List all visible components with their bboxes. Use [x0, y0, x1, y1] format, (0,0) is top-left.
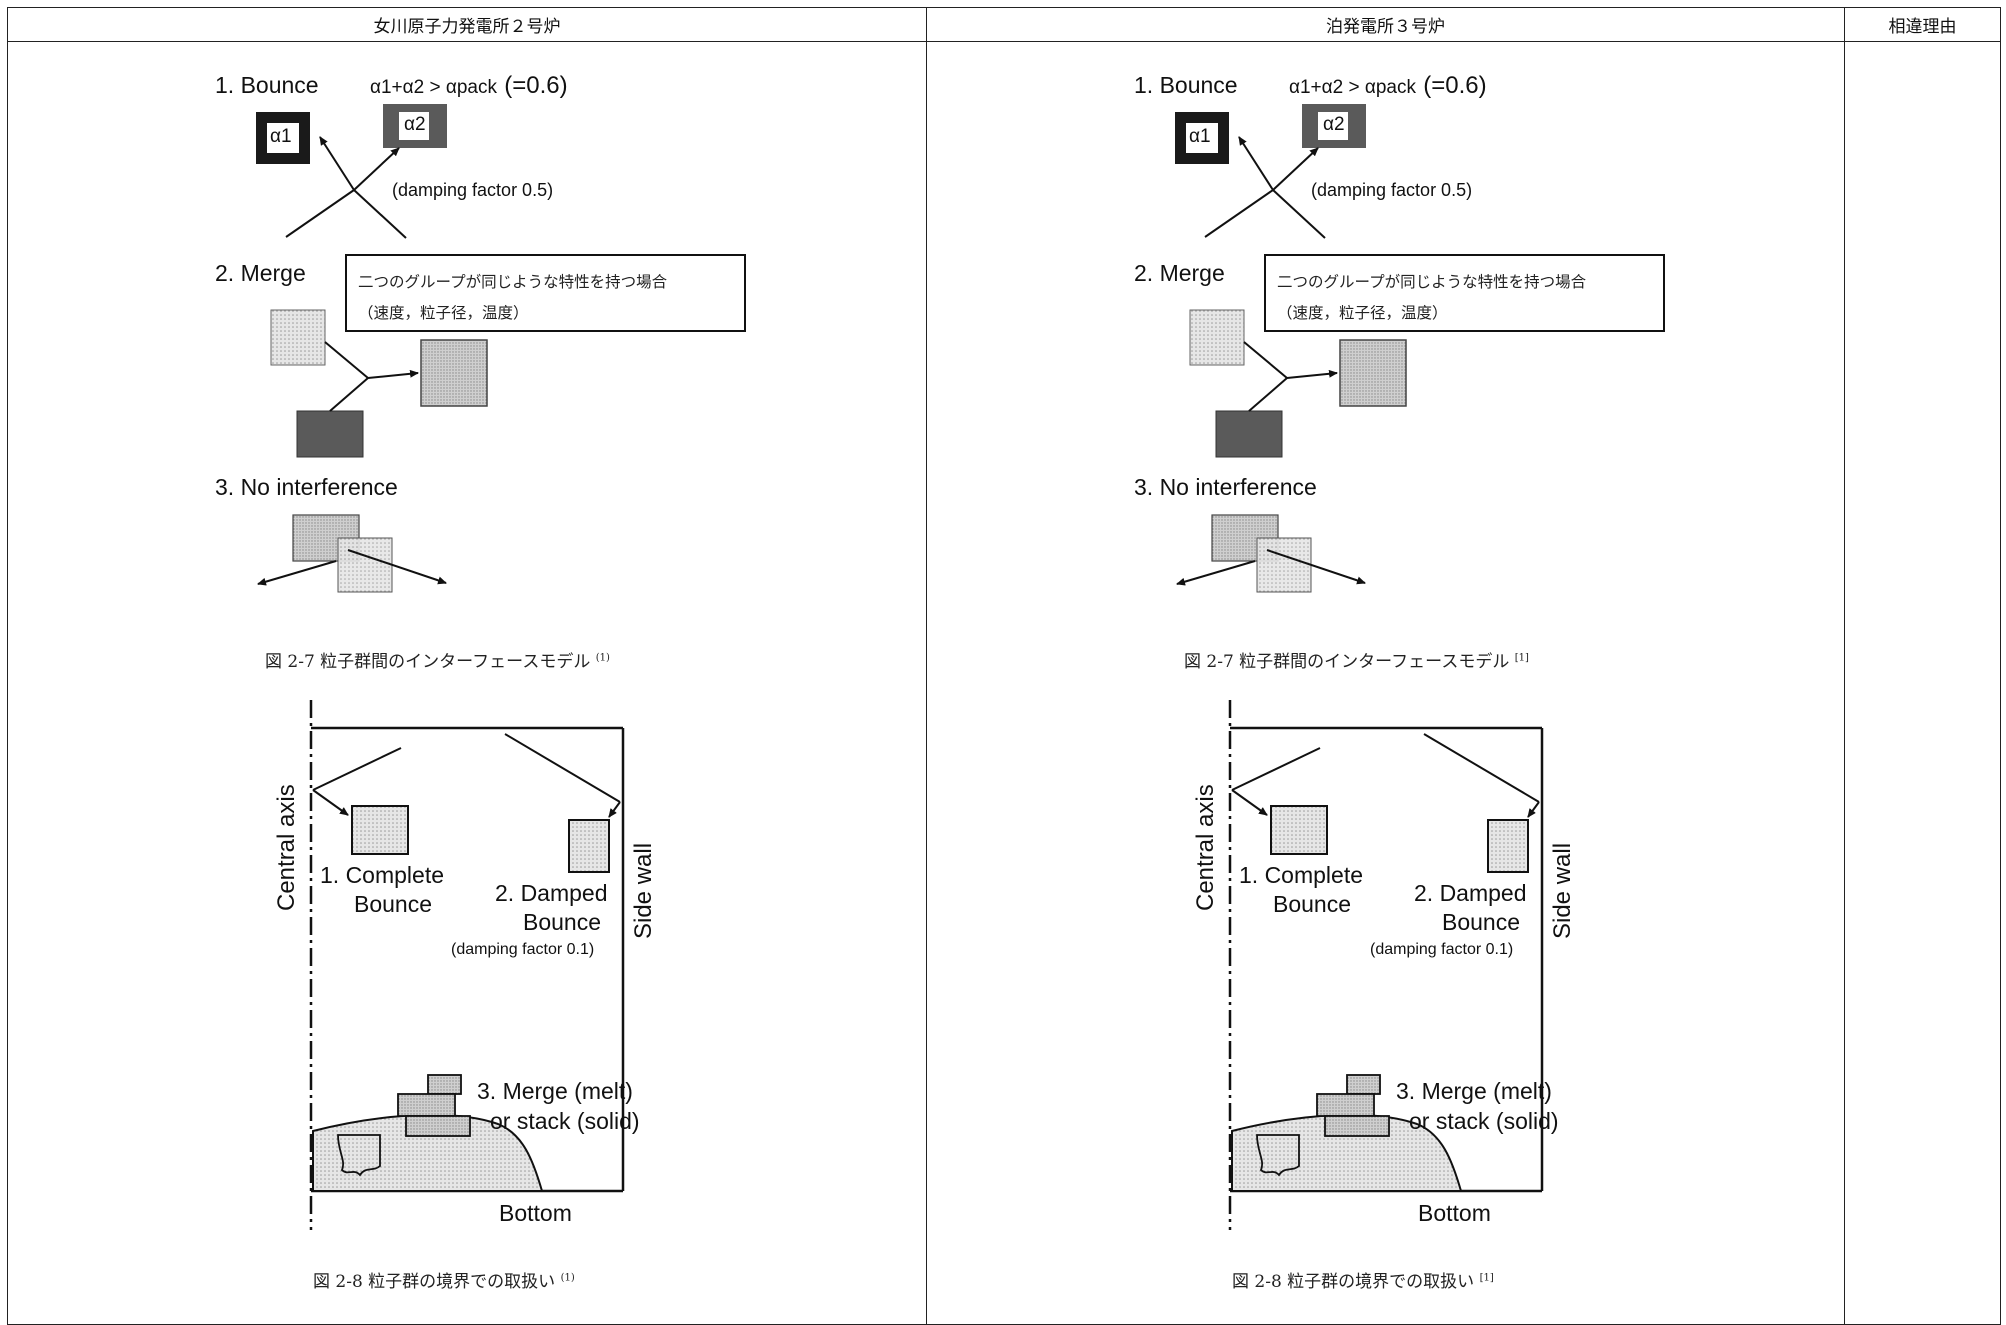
bottom-label: Bottom: [1418, 1200, 1491, 1226]
complete-bounce-particle: [351, 805, 409, 855]
fig28-caption: 図 2-8 粒子群の境界での取扱い (1): [313, 1267, 575, 1292]
alpha1-label: α1: [270, 126, 292, 147]
merge-particle-a: [270, 309, 326, 366]
damped-bounce-line1: 2. Damped: [1414, 880, 1527, 906]
merge-melt-line2: or stack (solid): [490, 1108, 640, 1134]
merge-result-particle: [420, 339, 488, 407]
merge-text-box: [345, 254, 746, 332]
damped-bounce-particle: [568, 819, 610, 873]
damped-note: (damping factor 0.1): [451, 941, 595, 958]
fig28-caption-text: 図 2-8 粒子群の境界での取扱い: [313, 1272, 556, 1292]
side-wall-label: Side wall: [1549, 842, 1576, 939]
header-onagawa: 女川原子力発電所２号炉: [7, 7, 927, 42]
fig27-ref: (1): [595, 652, 610, 664]
complete-bounce-line2: Bounce: [354, 891, 433, 917]
fig28-caption: 図 2-8 粒子群の境界での取扱い [1]: [1232, 1267, 1494, 1292]
nointerference-particle-b: [1256, 537, 1312, 593]
central-axis-label: Central axis: [273, 784, 300, 911]
figure-drawing: [1175, 104, 1665, 1230]
fig27-caption-text: 図 2-7 粒子群間のインターフェースモデル: [1184, 652, 1510, 672]
merge-melt-line1: 3. Merge (melt): [1396, 1078, 1552, 1104]
fig27-ref: [1]: [1514, 652, 1529, 664]
damped-note: (damping factor 0.1): [1370, 941, 1514, 958]
merge-box-line2: （速度，粒子径，温度）: [358, 304, 529, 322]
complete-bounce-line1: 1. Complete: [1239, 862, 1364, 888]
alpha2-label: α2: [404, 114, 426, 135]
merge-melt-line2: or stack (solid): [1409, 1108, 1559, 1134]
merge-text-box: [1264, 254, 1665, 332]
header-reason: 相違理由: [1844, 7, 2001, 42]
merge-box-line1: 二つのグループが同じような特性を持つ場合: [1277, 273, 1587, 291]
no-interference-title: 3. No interference: [215, 474, 398, 500]
onagawa-column: 1. Bounce α1+α2 > αpack (=0.6) α1 α2 (da…: [7, 41, 927, 1325]
nointerference-particle-b: [337, 537, 393, 593]
damping-note: (damping factor 0.5): [1311, 180, 1473, 200]
fig28-caption-text: 図 2-8 粒子群の境界での取扱い: [1232, 1272, 1475, 1292]
damped-bounce-line2: Bounce: [523, 909, 602, 935]
bounce-title: 1. Bounce: [215, 72, 319, 98]
damped-bounce-line1: 2. Damped: [495, 880, 608, 906]
fig27-caption-text: 図 2-7 粒子群間のインターフェースモデル: [265, 652, 591, 672]
merge-title: 2. Merge: [215, 260, 306, 286]
alpha2-label: α2: [1323, 114, 1345, 135]
bounce-condition-value: (=0.6): [504, 72, 568, 99]
melt-blob: [337, 1134, 381, 1177]
reason-column: [1844, 41, 2001, 1325]
complete-bounce-particle: [1270, 805, 1328, 855]
melt-blob: [1256, 1134, 1300, 1177]
bottom-deposit: [312, 1113, 544, 1192]
bounce-title: 1. Bounce: [1134, 72, 1238, 98]
merge-melt-line1: 3. Merge (melt): [477, 1078, 633, 1104]
complete-bounce-line2: Bounce: [1273, 891, 1352, 917]
damping-note: (damping factor 0.5): [392, 180, 554, 200]
header-tomari: 泊発電所３号炉: [926, 7, 1845, 42]
bounce-condition: α1+α2 > αpack (=0.6): [1289, 69, 1487, 100]
side-wall-label: Side wall: [630, 842, 657, 939]
alpha1-label: α1: [1189, 126, 1211, 147]
damped-bounce-line2: Bounce: [1442, 909, 1521, 935]
no-interference-title: 3. No interference: [1134, 474, 1317, 500]
comparison-table: 女川原子力発電所２号炉 泊発電所３号炉 相違理由: [7, 7, 2001, 1325]
damped-bounce-particle: [1487, 819, 1529, 873]
merge-particle-b: [1215, 410, 1283, 458]
tomari-column: 1. Bounce α1+α2 > αpack (=0.6) α1 α2 (da…: [926, 41, 1845, 1325]
fig27-caption: 図 2-7 粒子群間のインターフェースモデル (1): [265, 647, 610, 672]
merge-result-particle: [1339, 339, 1407, 407]
figure-drawing: [256, 104, 746, 1230]
figure-panel-onagawa: 1. Bounce α1+α2 > αpack (=0.6) α1 α2 (da…: [8, 42, 926, 1322]
central-axis-label: Central axis: [1192, 784, 1219, 911]
merge-particle-a: [1189, 309, 1245, 366]
bottom-deposit: [1231, 1113, 1463, 1192]
merge-particle-b: [296, 410, 364, 458]
bounce-condition-value: (=0.6): [1423, 72, 1487, 99]
bounce-condition-prefix: α1+α2 > αpack: [1289, 77, 1416, 98]
merge-box-line1: 二つのグループが同じような特性を持つ場合: [358, 273, 668, 291]
bounce-condition: α1+α2 > αpack (=0.6): [370, 69, 568, 100]
bounce-condition-prefix: α1+α2 > αpack: [370, 77, 497, 98]
fig28-ref: (1): [560, 1272, 575, 1284]
figure-panel-tomari: 1. Bounce α1+α2 > αpack (=0.6) α1 α2 (da…: [927, 42, 1844, 1322]
merge-box-line2: （速度，粒子径，温度）: [1277, 304, 1448, 322]
merge-title: 2. Merge: [1134, 260, 1225, 286]
fig27-caption: 図 2-7 粒子群間のインターフェースモデル [1]: [1184, 647, 1529, 672]
bottom-label: Bottom: [499, 1200, 572, 1226]
fig28-ref: [1]: [1479, 1272, 1494, 1284]
complete-bounce-line1: 1. Complete: [320, 862, 445, 888]
